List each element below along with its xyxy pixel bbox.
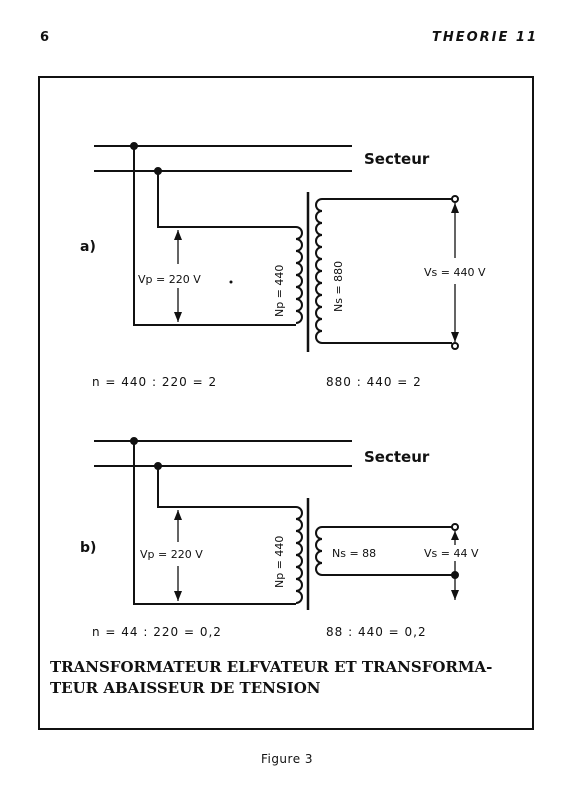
primary-wire-left-b <box>133 441 296 605</box>
terminal-top-a <box>451 195 459 203</box>
primary-wire-right-b <box>157 466 296 508</box>
secondary-voltage-label-b: Vs = 44 V <box>424 547 479 560</box>
section-label-a: a) <box>80 239 96 255</box>
ratio-turns-label-b: 88 : 440 = 0,2 <box>326 625 427 639</box>
page-number: 6 <box>40 30 51 45</box>
primary-voltage-label-b: Vp = 220 V <box>140 548 203 561</box>
terminal-top-b <box>451 523 459 531</box>
primary-voltage-arrowhead-down-a <box>174 312 182 322</box>
secondary-coil-a <box>315 198 323 344</box>
primary-turns-label-b: Np = 440 <box>273 536 286 588</box>
primary-voltage-arrowhead-up-b <box>174 510 182 520</box>
primary-voltage-arrowhead-up-a <box>174 230 182 240</box>
secondary-voltage-arrowhead-up-a <box>451 203 459 213</box>
primary-wire-left-a <box>133 146 296 326</box>
primary-voltage-arrowhead-down-b <box>174 591 182 601</box>
primary-coil-b <box>295 506 303 604</box>
figure-title-line1: TRANSFORMATEUR ELFVATEUR ET TRANSFORMA- <box>50 658 492 676</box>
section-label-b: b) <box>80 540 96 556</box>
secondary-turns-label-a: Ns = 880 <box>332 261 345 312</box>
primary-voltage-label-a: Vp = 220 V <box>138 273 201 286</box>
secondary-voltage-arrowhead-down-b <box>451 590 459 600</box>
secondary-turns-label-b: Ns = 88 <box>332 547 376 560</box>
ratio-n-label-b: n = 44 : 220 = 0,2 <box>92 625 222 639</box>
ratio-n-label-a: n = 440 : 220 = 2 <box>92 375 217 389</box>
terminal-bottom-a <box>451 342 459 350</box>
secondary-voltage-arrowhead-up-b <box>451 531 459 540</box>
figure-caption: Figure 3 <box>260 752 314 766</box>
running-head: THEORIE 11 <box>431 30 538 45</box>
primary-turns-label-a: Np = 440 <box>273 265 286 317</box>
primary-wire-right-a <box>157 171 296 228</box>
secondary-voltage-arrowhead-down-a <box>451 332 459 342</box>
primary-coil-a <box>295 226 303 324</box>
figure-title-line2: TEUR ABAISSEUR DE TENSION <box>50 679 321 697</box>
mains-label-b: Secteur <box>364 448 430 466</box>
diagram-b <box>94 437 459 610</box>
figure-frame <box>38 76 534 730</box>
secondary-voltage-label-a: Vs = 440 V <box>424 266 486 279</box>
secondary-coil-b <box>315 526 323 576</box>
mains-label-a: Secteur <box>364 150 430 168</box>
diagram-a <box>94 142 459 352</box>
stray-dot-a <box>229 280 233 284</box>
ratio-turns-label-a: 880 : 440 = 2 <box>326 375 422 389</box>
